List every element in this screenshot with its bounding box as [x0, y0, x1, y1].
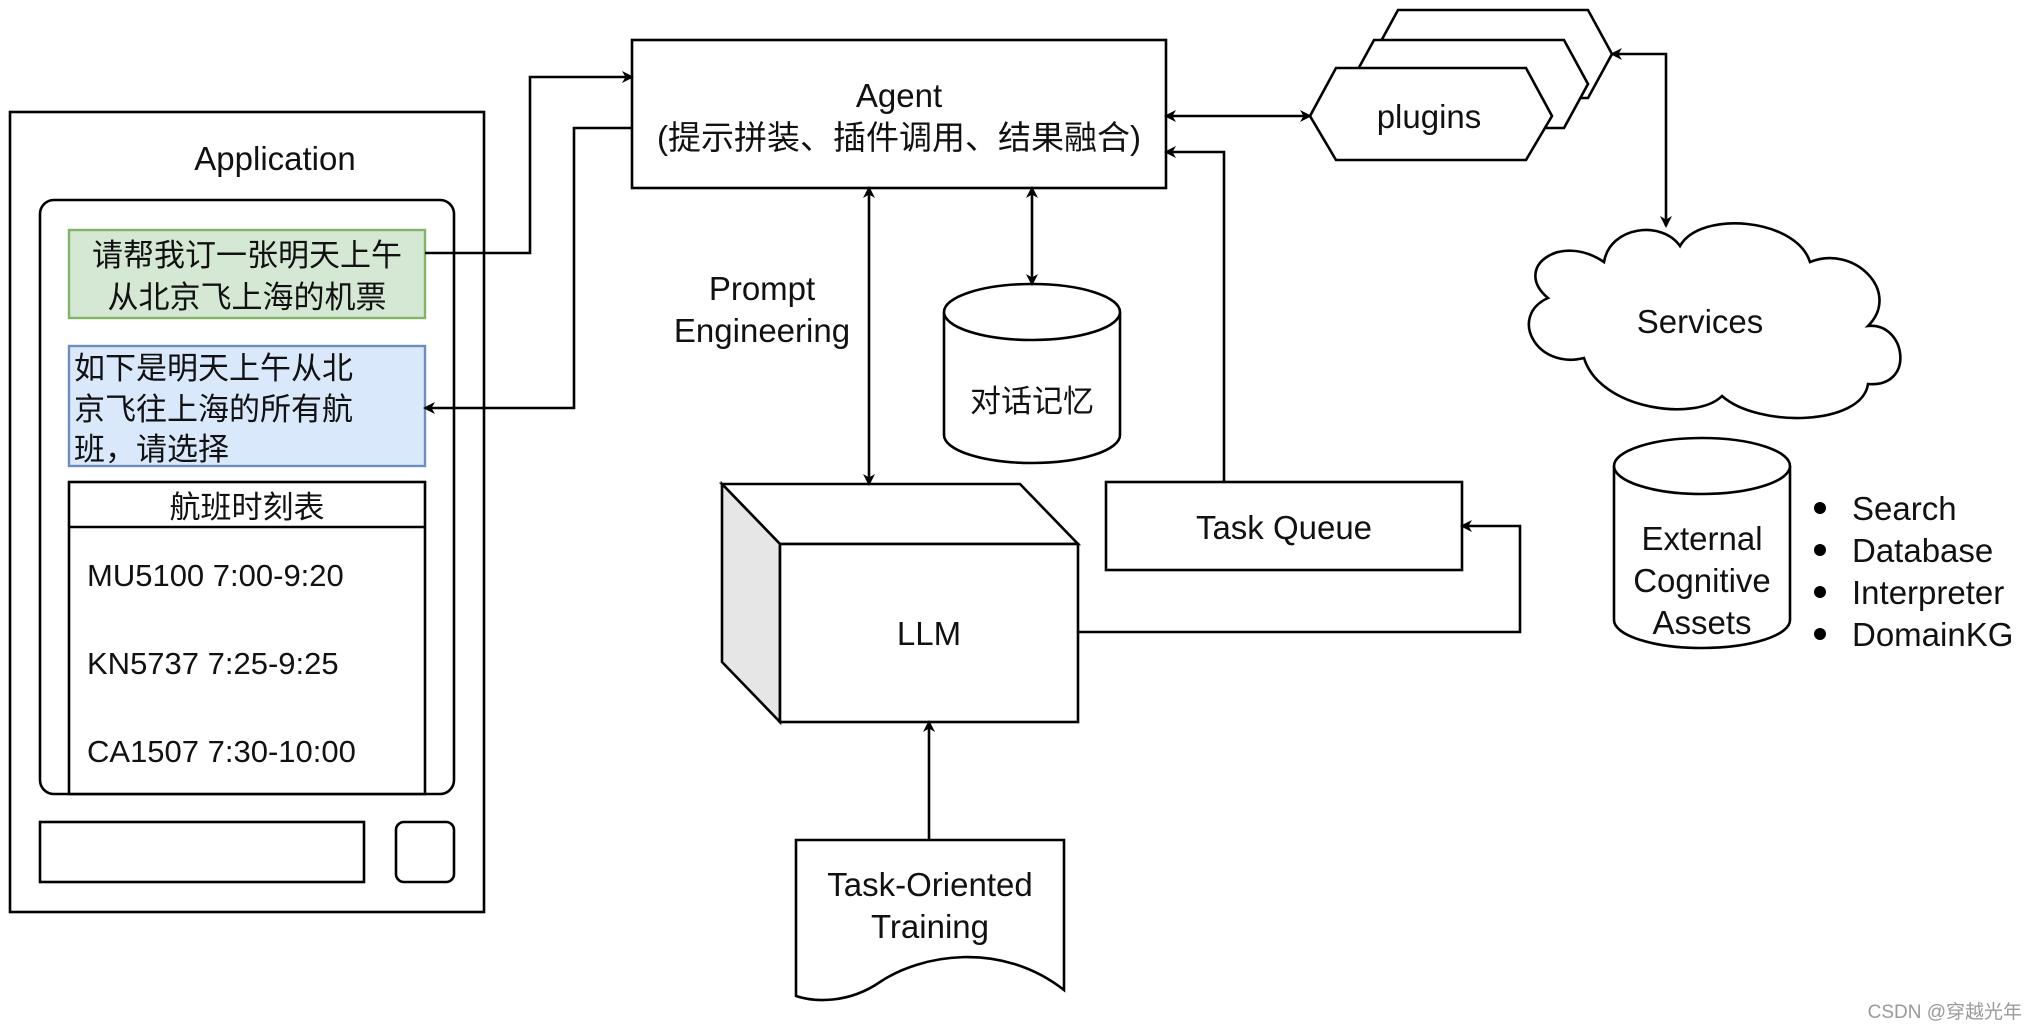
application-panel: Application 请帮我订一张明天上午 从北京飞上海的机票 如下是明天上午… — [8, 110, 486, 914]
memory-cylinder-body — [942, 312, 1122, 465]
external-assets-line-2: Cognitive — [1633, 562, 1771, 599]
task-queue-node: Task Queue — [1104, 480, 1464, 572]
agent-box — [630, 38, 1168, 190]
bullet-icon — [1814, 544, 1826, 556]
external-assets-line-1: External — [1641, 520, 1762, 557]
response-arrow — [423, 126, 632, 414]
training-line-1: Task-Oriented — [827, 866, 1032, 903]
bullet-icon — [1814, 502, 1826, 514]
reply-bubble — [67, 344, 427, 468]
agent-title: Agent — [856, 77, 942, 114]
external-assets-cylinder-top — [1612, 436, 1792, 496]
plugins-node: plugins — [1308, 8, 1614, 162]
message-input[interactable] — [38, 820, 366, 884]
asset-item-interpreter: Interpreter — [1852, 574, 2004, 611]
asset-item-database: Database — [1852, 532, 1993, 569]
asset-item-search: Search — [1852, 490, 1957, 527]
external-assets-line-3: Assets — [1652, 604, 1751, 641]
external-assets-cylinder-body — [1612, 466, 1792, 650]
reply-line-2: 京飞往上海的所有航 — [74, 392, 353, 427]
memory-cylinder-top — [942, 282, 1122, 342]
training-node: Task-Oriented Training — [794, 838, 1066, 1002]
taskqueue-agent-arrow — [1164, 146, 1226, 482]
plugins-services-arrow — [1610, 48, 1672, 228]
flight-schedule-table: 航班时刻表 MU5100 7:00-9:20 KN5737 7:25-9:25 … — [67, 480, 427, 796]
user-message-line-2: 从北京飞上海的机票 — [108, 280, 387, 315]
llm-taskqueue-arrow — [1078, 520, 1522, 634]
bullet-icon — [1814, 586, 1826, 598]
training-line-2: Training — [871, 908, 989, 945]
application-title: Application — [194, 140, 355, 177]
training-document-shape — [794, 838, 1066, 1002]
task-queue-box — [1104, 480, 1464, 572]
memory-label: 对话记忆 — [970, 384, 1094, 419]
llm-front-face — [778, 542, 1080, 724]
schedule-title: 航班时刻表 — [170, 490, 325, 525]
memory-node: 对话记忆 — [942, 282, 1122, 465]
schedule-frame — [67, 480, 427, 796]
request-arrow — [425, 71, 634, 255]
external-assets-node: External Cognitive Assets — [1612, 436, 1792, 650]
reply-line-3: 班，请选择 — [74, 432, 229, 467]
send-button[interactable] — [394, 820, 456, 884]
watermark: CSDN @穿越光年 — [1868, 1001, 2022, 1023]
connectors — [423, 48, 1672, 840]
services-node: Services — [1527, 222, 1902, 420]
reply-line-1: 如下是明天上午从北 — [74, 351, 353, 386]
services-cloud — [1527, 222, 1902, 420]
llm-node: LLM — [718, 480, 1082, 726]
llm-label: LLM — [897, 615, 961, 652]
prompt-engineering-line-2: Engineering — [674, 312, 850, 349]
bullet-icon — [1814, 628, 1826, 640]
external-assets-list: Search Database Interpreter DomainKG — [1814, 490, 2013, 653]
llm-top-face — [718, 482, 1082, 546]
flight-row[interactable]: CA1507 7:30-10:00 — [87, 734, 356, 769]
plugins-label: plugins — [1377, 98, 1482, 135]
prompt-engineering-line-1: Prompt — [709, 270, 815, 307]
agent-node: Agent (提示拼装、插件调用、结果融合) — [630, 38, 1168, 190]
user-message-bubble — [67, 228, 427, 320]
services-label: Services — [1637, 303, 1764, 340]
asset-item-domainkg: DomainKG — [1852, 616, 2013, 653]
flight-row[interactable]: KN5737 7:25-9:25 — [87, 646, 339, 681]
task-queue-label: Task Queue — [1196, 509, 1372, 546]
flight-row[interactable]: MU5100 7:00-9:20 — [87, 558, 344, 593]
user-message-line-1: 请帮我订一张明天上午 — [92, 238, 402, 273]
agent-subtitle: (提示拼装、插件调用、结果融合) — [657, 119, 1141, 156]
